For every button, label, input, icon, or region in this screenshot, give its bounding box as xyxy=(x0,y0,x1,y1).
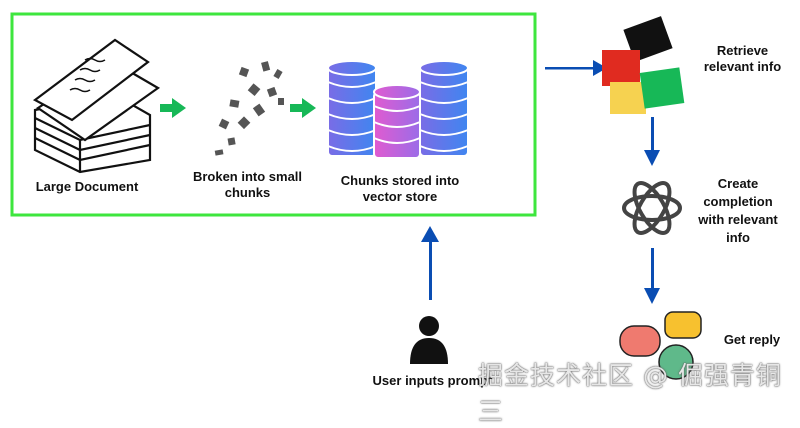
label-line: Broken into small xyxy=(192,169,303,184)
label-line: Chunks stored into xyxy=(340,173,460,188)
user-icon xyxy=(410,316,448,364)
blue-arrow-retrieve-to-create xyxy=(644,117,660,166)
blue-arrow-create-to-reply xyxy=(644,248,660,304)
label-large-document: Large Document xyxy=(35,179,139,194)
openai-logo-icon xyxy=(622,181,682,235)
label-broken-into-chunks: Broken into small chunks xyxy=(180,169,315,201)
chunks-icon xyxy=(214,61,284,156)
label-line: info xyxy=(726,230,750,245)
label-line: vector store xyxy=(362,189,438,204)
blue-arrow-user-to-store xyxy=(421,226,439,300)
blue-arrow-to-retrieve xyxy=(545,60,607,76)
pipeline-box xyxy=(10,12,537,217)
chat-bubbles-icon xyxy=(619,311,702,380)
label-retrieve: Retrieve relevant info xyxy=(695,43,790,75)
puzzle-icon xyxy=(602,16,685,114)
label-line: with relevant xyxy=(698,212,778,227)
green-arrow-1 xyxy=(160,98,186,118)
label-user-inputs-prompt: User inputs prompt xyxy=(372,373,493,388)
document-stack-icon xyxy=(32,38,161,174)
label-line: chunks xyxy=(224,185,271,200)
label-line: completion xyxy=(703,194,773,209)
watermark: 掘金技术社区 @ 倔强青铜三 xyxy=(478,361,782,426)
label-vector-store: Chunks stored into vector store xyxy=(330,173,470,205)
label-line: relevant info xyxy=(703,59,782,74)
label-line: Retrieve xyxy=(716,43,769,58)
label-get-reply: Get reply xyxy=(723,332,781,347)
label-line: Create xyxy=(717,176,759,191)
vector-store-icon xyxy=(327,60,469,159)
diagram-canvas xyxy=(10,12,702,380)
green-arrow-2 xyxy=(290,98,316,118)
label-create-completion: Create completion with relevant info xyxy=(688,175,788,247)
